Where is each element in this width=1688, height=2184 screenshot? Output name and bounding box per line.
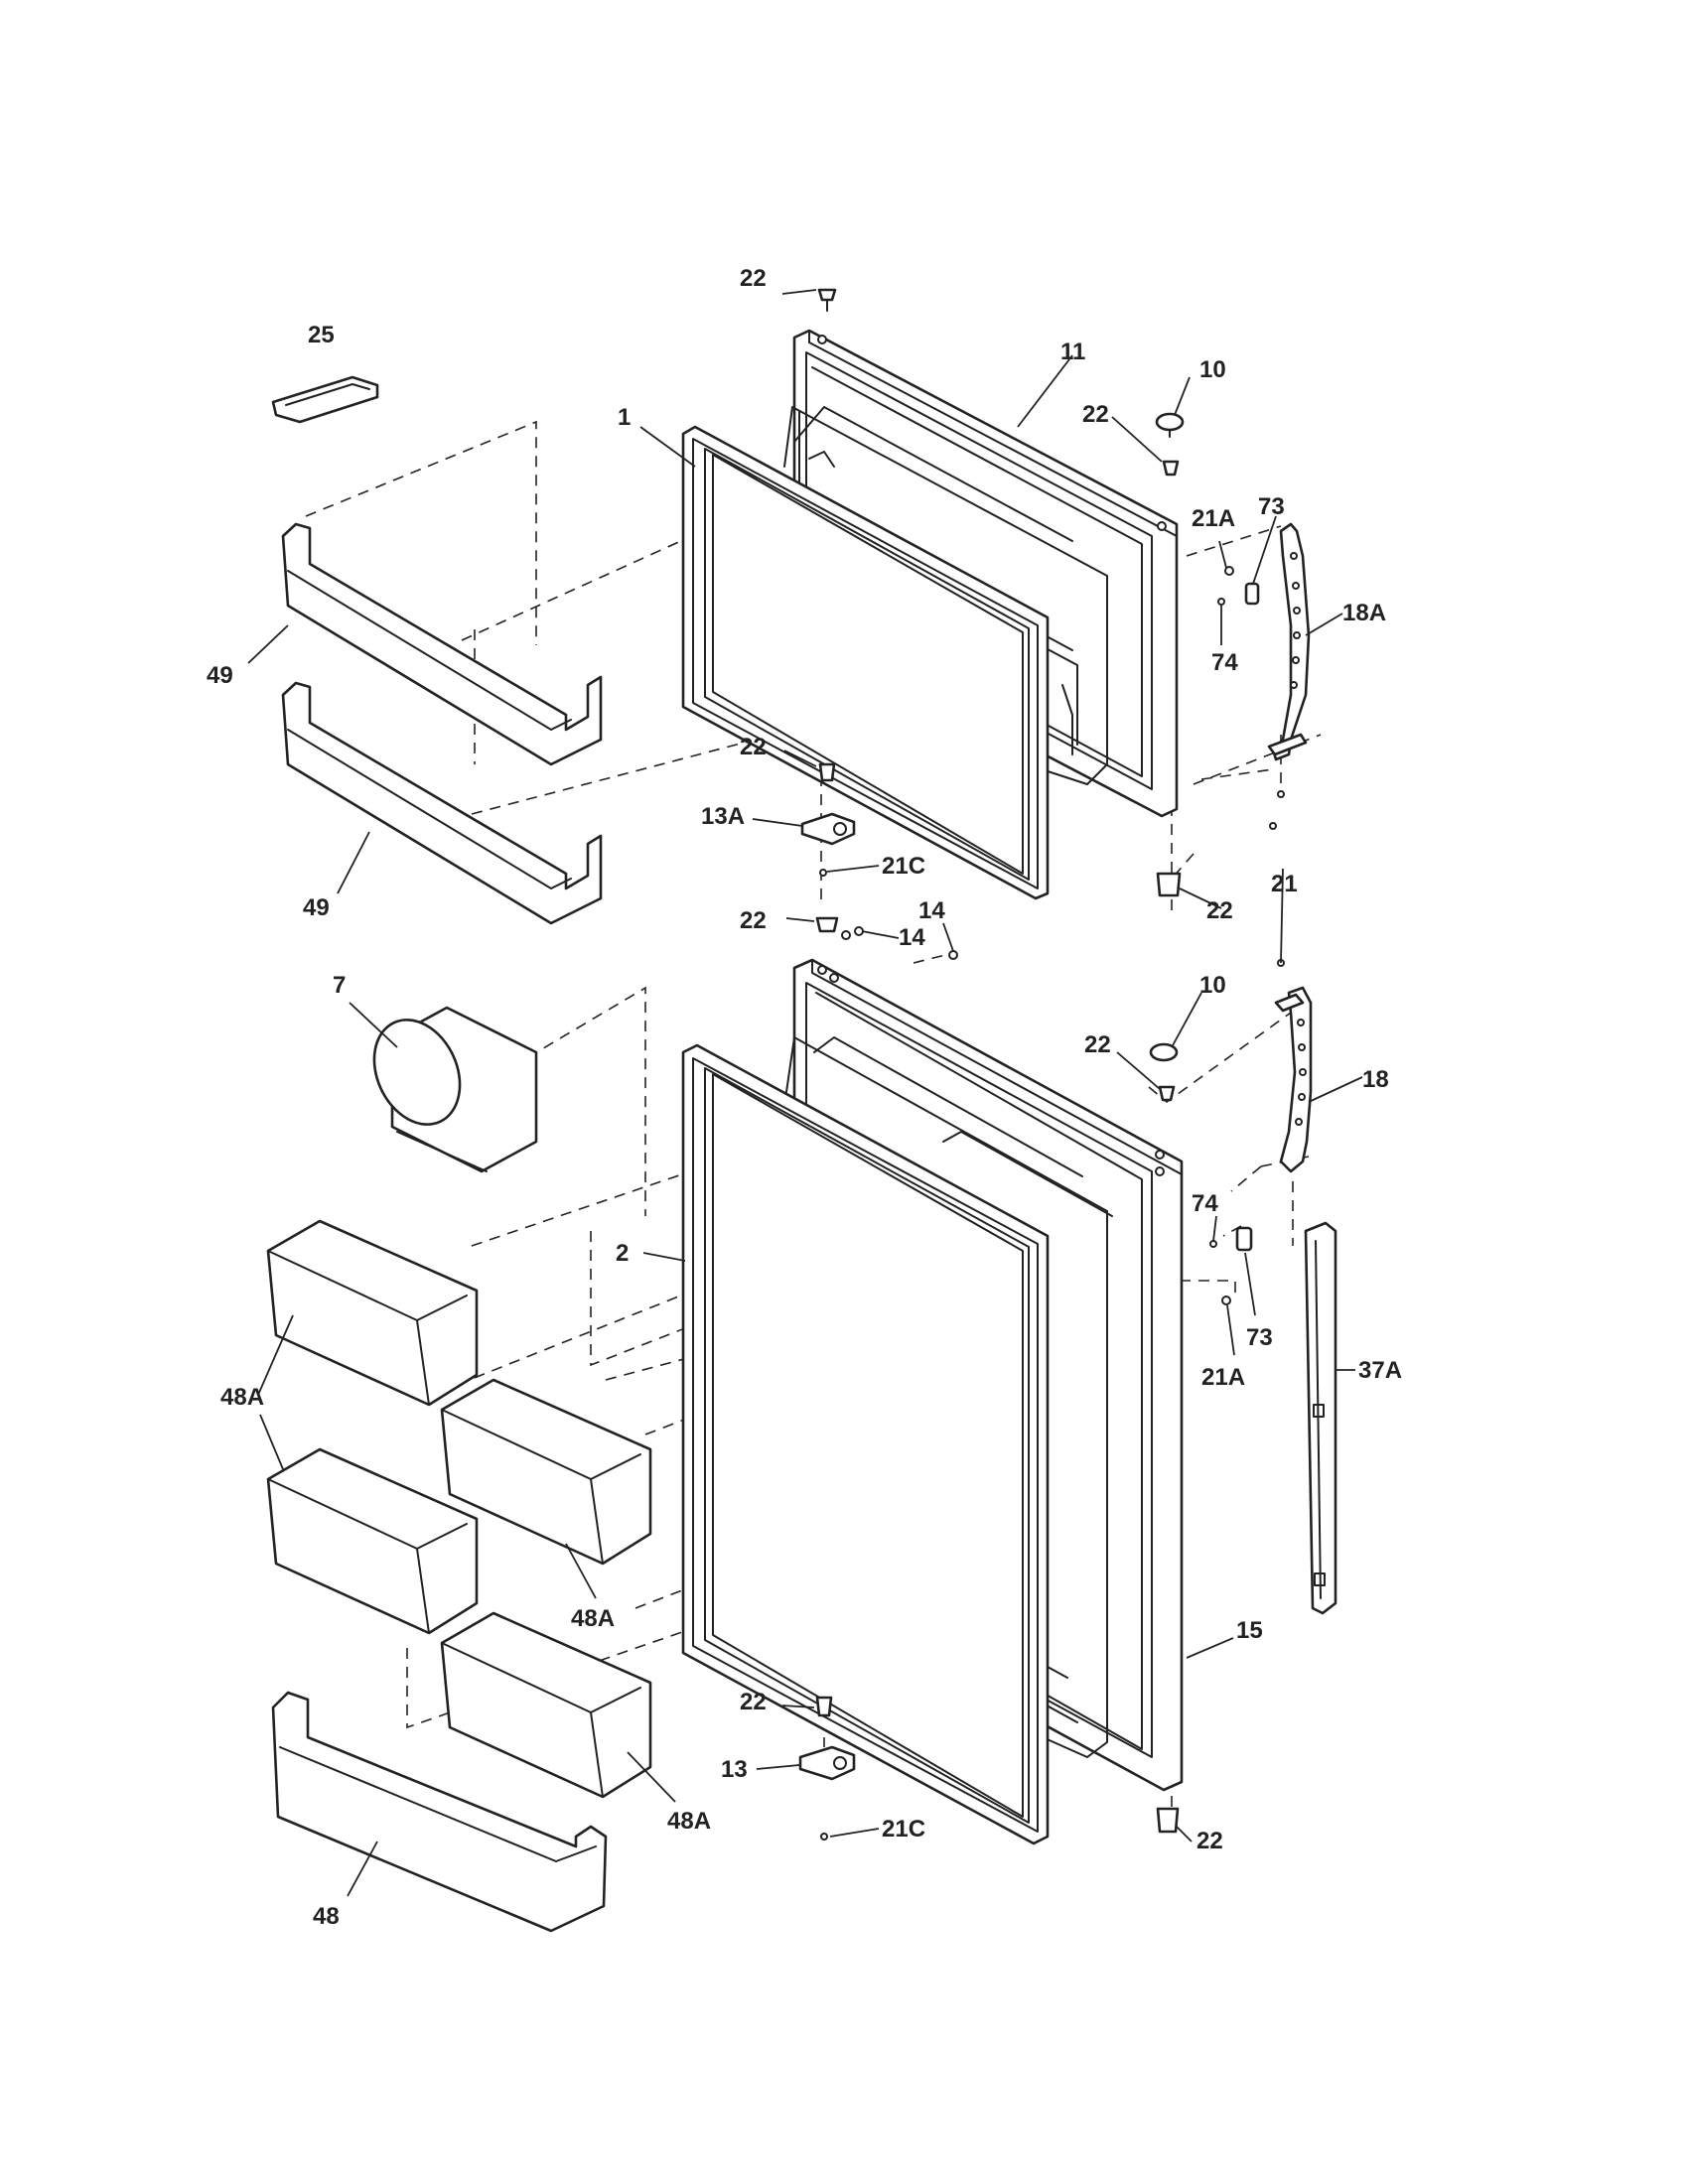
door-bin-48A-upper-left (266, 1219, 479, 1407)
door-bin-48A-lower-left (266, 1447, 479, 1635)
callout-2: 2 (616, 1240, 629, 1267)
callout-22-freezer-right: 22 (1206, 897, 1233, 924)
fresh-food-gasket-2 (681, 1043, 1050, 1845)
egg-container-7 (372, 1006, 538, 1173)
freezer-shelf-49-upper (281, 522, 603, 766)
callout-22-upper-hinge: 22 (1082, 401, 1109, 428)
door-bin-48 (271, 1691, 608, 1933)
callout-13: 13 (721, 1756, 748, 1783)
callout-13A: 13A (701, 803, 745, 830)
callout-18: 18 (1362, 1066, 1389, 1093)
callout-21A-middle: 21A (1201, 1364, 1245, 1391)
freezer-gasket-1 (681, 425, 1050, 900)
door-bin-48A-middle-right (440, 1378, 652, 1566)
callout-14-upper: 14 (918, 897, 945, 924)
callout-48A-middle: 48A (571, 1605, 615, 1632)
freezer-shelf-49-lower (281, 681, 603, 925)
callout-22-freezer-top: 22 (740, 265, 767, 292)
callout-22-fresh-food-bottom: 22 (740, 1689, 767, 1715)
callout-21: 21 (1271, 871, 1298, 897)
callout-15: 15 (1236, 1617, 1263, 1644)
callout-48A-lower: 48A (667, 1808, 711, 1835)
callout-74-middle: 74 (1192, 1190, 1218, 1217)
callout-48: 48 (313, 1903, 340, 1930)
callout-14-lower: 14 (899, 924, 925, 951)
callout-37A: 37A (1358, 1357, 1402, 1384)
callout-22-fresh-food-right: 22 (1196, 1828, 1223, 1854)
callout-74-upper: 74 (1211, 649, 1238, 676)
callout-leaders (247, 289, 1363, 1897)
callout-49-lower: 49 (303, 894, 330, 921)
callout-21C-lower: 21C (882, 1816, 925, 1843)
callout-49-upper: 49 (207, 662, 233, 689)
callout-10-upper: 10 (1199, 356, 1226, 383)
upper-hinge-18A (1267, 522, 1311, 761)
callout-22-freezer-bottom: 22 (740, 734, 767, 760)
callout-labels: 22 25 11 10 22 1 21A 73 18A 74 49 49 22 … (207, 265, 1402, 1930)
door-bin-48A-lower-right (440, 1611, 652, 1799)
middle-hinge-18 (1274, 986, 1313, 1173)
callout-10-middle: 10 (1199, 972, 1226, 999)
callout-21C-upper: 21C (882, 853, 925, 880)
callout-22-fresh-food-top: 22 (740, 907, 767, 934)
callout-18A: 18A (1342, 600, 1386, 626)
callout-48A-left: 48A (220, 1384, 264, 1411)
callout-22-middle-hinge: 22 (1084, 1031, 1111, 1058)
callout-1: 1 (618, 404, 631, 431)
callout-11: 11 (1060, 339, 1085, 365)
callout-7: 7 (333, 972, 346, 999)
hinge-pins-and-screws (798, 288, 1285, 1841)
callout-73-upper: 73 (1258, 493, 1285, 520)
callout-73-middle: 73 (1246, 1324, 1273, 1351)
callout-21A-upper: 21A (1192, 505, 1235, 532)
hinge-cover-37A (1304, 1221, 1337, 1615)
butter-dish-cover-25 (271, 375, 379, 424)
callout-25: 25 (308, 322, 335, 348)
